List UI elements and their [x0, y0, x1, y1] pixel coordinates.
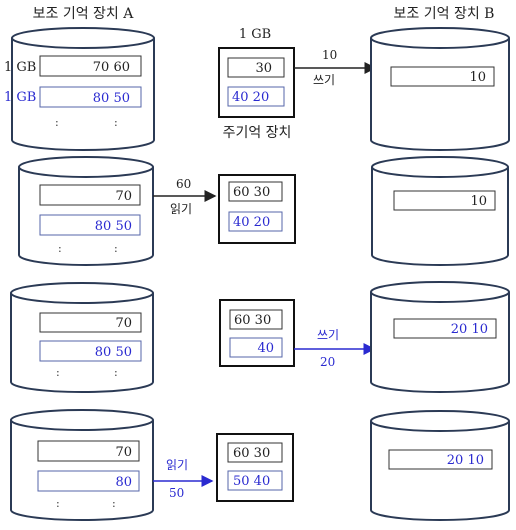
storage-a-slot-top-value: 70 [115, 316, 132, 331]
arrow-action: 읽기 [166, 458, 188, 472]
ellipsis-mark: : [114, 366, 118, 379]
storage-b-cylinder-1 [370, 27, 510, 151]
main-memory-title: 주기억 장치 [223, 125, 292, 141]
main-memory-slot-bottom-value: 50 40 [233, 474, 270, 489]
arrow-amount: 20 [320, 355, 335, 369]
main-memory-slot-top-value: 60 30 [233, 446, 270, 461]
storage-a-slot-bottom-value: 80 50 [93, 91, 130, 106]
ellipsis-mark: : [56, 366, 60, 379]
storage-a-size-label-bottom: 1 GB [4, 90, 36, 105]
arrow-action: 읽기 [170, 202, 192, 216]
main-memory-slot-bottom [227, 470, 283, 491]
arrow-amount: 60 [176, 177, 191, 191]
arrow-action: 쓰기 [317, 328, 339, 342]
ellipsis-mark: : [114, 242, 118, 255]
storage-b-slot-top [390, 66, 495, 87]
main-memory-slot-top [227, 442, 283, 463]
main-memory-slot-top [228, 181, 283, 202]
storage-b-slot-top [393, 190, 496, 211]
storage-a-slot-top [39, 55, 142, 77]
storage-a-cylinder-2 [18, 156, 154, 266]
storage-a-title: 보조 기억 장치 A [33, 6, 135, 22]
ellipsis-mark: : [112, 497, 116, 510]
storage-b-cylinder-3 [370, 281, 510, 393]
storage-b-title: 보조 기억 장치 B [394, 6, 495, 22]
storage-a-slot-top-value: 70 [115, 189, 132, 204]
storage-a-slot-bottom [39, 214, 141, 236]
storage-a-cylinder-3 [10, 282, 154, 393]
main-memory-slot-bottom [228, 211, 283, 232]
storage-b-slot-top [393, 318, 497, 339]
storage-a-slot-top-value: 70 [115, 445, 132, 460]
ellipsis-mark: : [58, 242, 62, 255]
storage-a-slot-bottom [39, 86, 142, 108]
storage-a-slot-bottom-value: 80 50 [95, 345, 132, 360]
ellipsis-mark: : [114, 116, 118, 129]
main-memory-slot-bottom-value: 40 [257, 341, 274, 356]
storage-a-cylinder-4 [10, 409, 154, 521]
storage-a-slot-top-value: 70 60 [93, 60, 130, 75]
storage-b-slot-top [388, 449, 493, 470]
main-memory-slot-bottom [229, 337, 283, 358]
storage-a-slot-top [39, 184, 141, 206]
storage-a-slot-top [39, 312, 142, 333]
main-memory-slot-bottom-value: 40 20 [233, 215, 270, 230]
storage-a-slot-bottom-value: 80 50 [95, 219, 132, 234]
arrow-action: 쓰기 [313, 73, 335, 87]
storage-a-slot-top [37, 440, 140, 462]
ellipsis-mark: : [55, 116, 59, 129]
main-memory-slot-bottom [227, 86, 285, 107]
storage-b-cylinder-4 [370, 410, 510, 521]
arrow-amount: 10 [322, 48, 337, 62]
main-memory-slot-top-value: 60 30 [233, 185, 270, 200]
main-memory-slot-top [227, 57, 285, 78]
main-memory-slot-top-value: 60 30 [234, 313, 271, 328]
main-memory-slot-top [229, 309, 283, 330]
storage-b-cylinder-2 [371, 156, 509, 266]
storage-b-slot-top-value: 20 10 [451, 322, 488, 337]
storage-a-slot-bottom [37, 470, 140, 492]
storage-a-size-label-top: 1 GB [4, 60, 36, 75]
ellipsis-mark: : [56, 497, 60, 510]
storage-a-slot-bottom-value: 80 [115, 475, 132, 490]
storage-b-slot-top-value: 20 10 [447, 453, 484, 468]
main-memory-slot-top-value: 30 [255, 61, 272, 76]
arrow-amount: 50 [169, 486, 184, 500]
storage-a-slot-bottom [39, 340, 142, 362]
main-memory-size: 1 GB [239, 27, 271, 42]
main-memory-slot-bottom-value: 40 20 [232, 90, 269, 105]
storage-b-slot-top-value: 10 [470, 194, 487, 209]
storage-b-slot-top-value: 10 [469, 70, 486, 85]
